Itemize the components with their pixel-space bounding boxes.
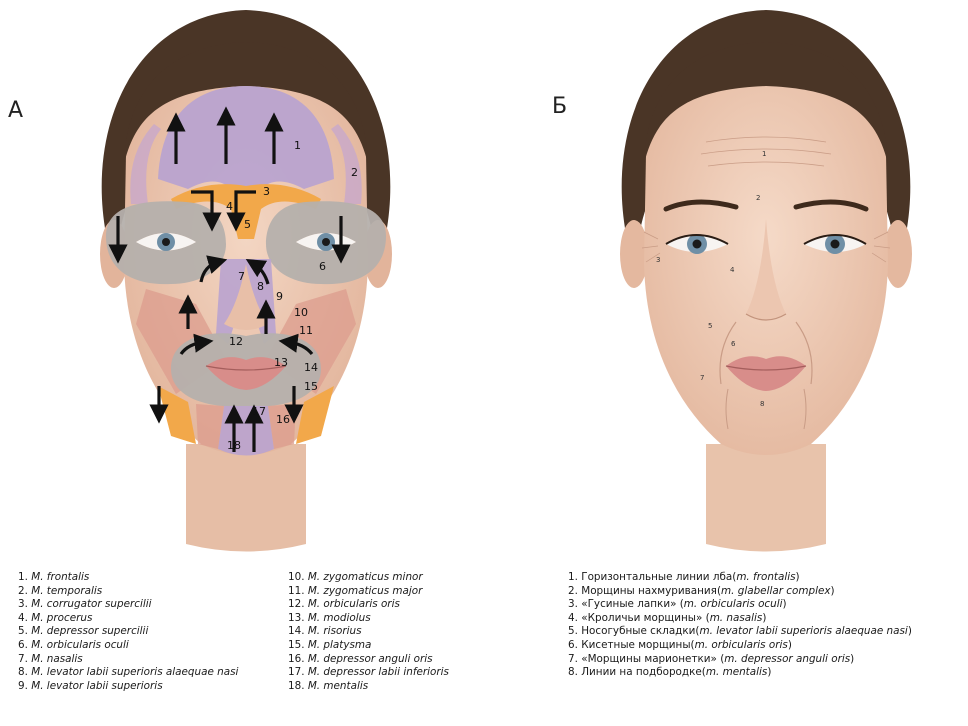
marker-18: 18 xyxy=(227,439,241,452)
panel-a-letter: А xyxy=(8,98,23,123)
legend-item: 3. M. corrugator supercilii xyxy=(18,598,238,612)
marker-10: 10 xyxy=(294,306,308,319)
legend-item: 8. Линии на подбородке(m. mentalis) xyxy=(568,666,912,680)
marker-4: 4 xyxy=(226,200,233,213)
legend-item: 10. M. zygomaticus minor xyxy=(288,571,449,585)
marker-8: 8 xyxy=(257,280,264,293)
marker-13: 13 xyxy=(274,356,288,369)
marker-17: 17 xyxy=(252,405,266,418)
legend-item: 8. M. levator labii superioris alaequae … xyxy=(18,666,238,680)
legend-item: 1. M. frontalis xyxy=(18,571,238,585)
legend-panel-a-right: 10. M. zygomaticus minor 11. M. zygomati… xyxy=(288,571,449,693)
marker-7: 7 xyxy=(238,270,245,283)
marker-1: 1 xyxy=(762,150,766,158)
neck xyxy=(706,444,826,552)
marker-2: 2 xyxy=(351,166,358,179)
left-ear xyxy=(620,220,648,288)
marker-15: 15 xyxy=(304,380,318,393)
marker-7: 7 xyxy=(700,374,704,382)
legend-item: 13. M. modiolus xyxy=(288,612,449,626)
panel-b-letter: Б xyxy=(552,94,567,119)
legend-item: 1. Горизонтальные линии лба(m. frontalis… xyxy=(568,571,912,585)
legend-item: 9. M. levator labii superioris xyxy=(18,680,238,694)
marker-1: 1 xyxy=(294,139,301,152)
legend-item: 14. M. risorius xyxy=(288,625,449,639)
marker-8: 8 xyxy=(760,400,764,408)
legend-item: 16. M. depressor anguli oris xyxy=(288,653,449,667)
legend-item: 4. «Кроличьи морщины» (m. nasalis) xyxy=(568,612,912,626)
legend-item: 3. «Гусиные лапки» (m. orbicularis oculi… xyxy=(568,598,912,612)
legend-item: 2. Морщины нахмуривания(m. glabellar com… xyxy=(568,585,912,599)
marker-16: 16 xyxy=(276,413,290,426)
legend-item: 6. M. orbicularis oculi xyxy=(18,639,238,653)
legend-item: 2. M. temporalis xyxy=(18,585,238,599)
legend-item: 6. Кисетные морщины(m. orbicularis oris) xyxy=(568,639,912,653)
marker-11: 11 xyxy=(299,324,313,337)
face-muscle-anatomy-illustration: 1 2 3 4 5 6 7 8 9 10 11 12 13 14 15 16 1… xyxy=(76,4,416,559)
legend-panel-a-left: 1. M. frontalis 2. M. temporalis 3. M. c… xyxy=(18,571,238,693)
legend-item: 7. «Морщины марионетки» (m. depressor an… xyxy=(568,653,912,667)
legend-item: 11. M. zygomaticus major xyxy=(288,585,449,599)
legend-item: 5. Носогубные складки(m. levator labii s… xyxy=(568,625,912,639)
marker-9: 9 xyxy=(276,290,283,303)
legend-item: 15. M. platysma xyxy=(288,639,449,653)
legend-item: 17. M. depressor labii inferioris xyxy=(288,666,449,680)
neck xyxy=(186,444,306,552)
legend-item: 5. M. depressor supercilii xyxy=(18,625,238,639)
marker-6: 6 xyxy=(319,260,326,273)
legend-item: 12. M. orbicularis oris xyxy=(288,598,449,612)
legend-item: 7. M. nasalis xyxy=(18,653,238,667)
legend-item: 18. M. mentalis xyxy=(288,680,449,694)
face-wrinkle-zones-illustration: 1 2 3 4 5 6 7 8 xyxy=(596,4,936,559)
marker-5: 5 xyxy=(708,322,712,330)
legend-panel-b: 1. Горизонтальные линии лба(m. frontalis… xyxy=(568,571,912,680)
right-ear xyxy=(884,220,912,288)
marker-12: 12 xyxy=(229,335,243,348)
legend-item: 4. M. procerus xyxy=(18,612,238,626)
marker-2: 2 xyxy=(756,194,760,202)
marker-3: 3 xyxy=(263,185,270,198)
marker-6: 6 xyxy=(731,340,736,348)
marker-3: 3 xyxy=(656,256,660,264)
marker-4: 4 xyxy=(730,266,735,274)
marker-5: 5 xyxy=(244,218,251,231)
marker-14: 14 xyxy=(304,361,318,374)
